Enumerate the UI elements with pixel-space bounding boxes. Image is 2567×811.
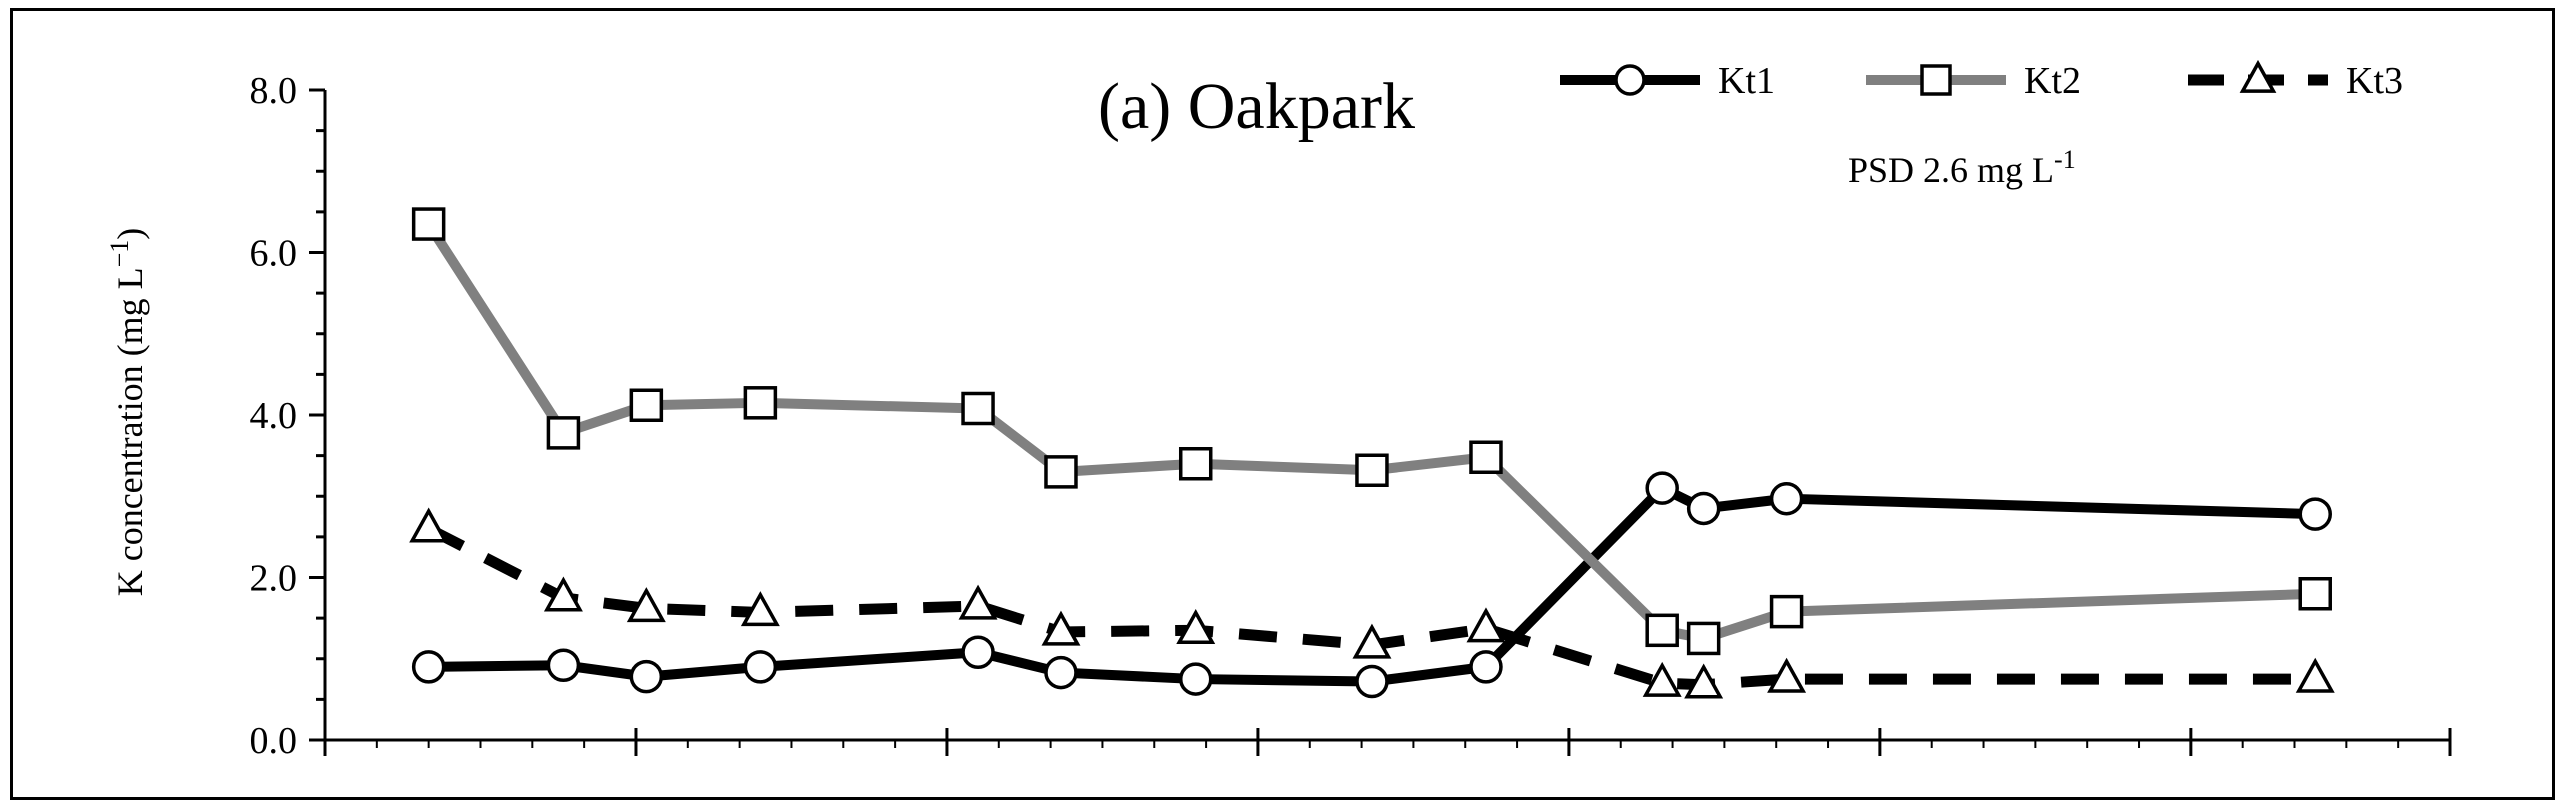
psd-annotation: PSD 2.6 mg L-1	[1848, 145, 2076, 190]
chart-title: (a) Oakpark	[1098, 70, 1415, 143]
data-point-kt1	[629, 659, 664, 694]
data-point-kt1	[546, 648, 581, 682]
data-point-kt1	[2298, 497, 2332, 531]
series-markers	[409, 207, 2335, 699]
y-axis-title-text: K concentration (mg L	[110, 267, 150, 596]
y-tick-label: 2.0	[250, 558, 298, 600]
y-tick-label: 0.0	[250, 720, 298, 762]
data-point-kt3	[543, 576, 583, 612]
data-point-kt1	[1178, 662, 1213, 696]
legend-label-kt3: Kt3	[2346, 60, 2403, 102]
legend-marker-kt3	[2239, 59, 2277, 93]
data-point-kt2	[1355, 453, 1389, 487]
data-point-kt3	[2295, 657, 2335, 693]
series-line-kt2	[424, 221, 2316, 644]
psd-annotation-sup: -1	[2054, 145, 2076, 174]
data-point-kt2	[743, 386, 778, 420]
data-point-kt2	[411, 207, 446, 241]
data-point-kt3	[626, 587, 666, 623]
data-point-kt2	[1469, 440, 1503, 474]
data-point-kt3	[1041, 610, 1081, 646]
y-axis-title-end: )	[110, 228, 150, 240]
legend-label-kt1: Kt1	[1718, 60, 1775, 102]
y-tick-label: 6.0	[250, 233, 298, 275]
data-point-kt1	[743, 650, 778, 684]
y-axis-title: K concentration (mg L−1)	[105, 228, 150, 597]
data-point-kt2	[1178, 447, 1213, 481]
data-point-kt1	[1645, 471, 1679, 505]
data-point-kt1	[961, 635, 995, 669]
data-point-kt3	[1352, 623, 1392, 659]
data-point-kt1	[1769, 481, 1804, 516]
data-point-kt3	[1767, 657, 1807, 693]
y-axis-title-sup: −1	[105, 240, 134, 268]
legend-label-kt2: Kt2	[2024, 60, 2081, 102]
data-point-kt2	[1686, 621, 1721, 656]
psd-annotation-text: PSD 2.6 mg L	[1848, 150, 2054, 190]
data-point-kt2	[961, 391, 995, 426]
y-tick-label: 4.0	[250, 395, 298, 437]
data-point-kt3	[1642, 661, 1682, 697]
data-point-kt1	[1044, 655, 1078, 690]
data-point-kt2	[629, 388, 664, 422]
data-point-kt2	[1645, 613, 1679, 648]
data-point-kt2	[1769, 594, 1804, 629]
axes: 0.0 2.0 4.0 6.0 8.0	[250, 70, 2452, 762]
legend: Kt1 Kt2 Kt3	[1560, 59, 2403, 102]
data-point-kt3	[958, 584, 998, 620]
legend-marker-kt2	[1920, 64, 1952, 96]
y-tick-label: 8.0	[250, 70, 298, 112]
data-point-kt3	[1176, 609, 1216, 645]
data-point-kt3	[409, 507, 449, 543]
data-point-kt1	[1355, 664, 1389, 699]
data-point-kt3	[1466, 607, 1506, 643]
legend-marker-kt1	[1614, 64, 1646, 96]
data-point-kt3	[1684, 663, 1724, 699]
data-point-kt1	[1469, 650, 1503, 684]
data-point-kt2	[2298, 577, 2332, 611]
data-point-kt1	[411, 650, 446, 684]
data-point-kt3	[740, 591, 780, 627]
data-point-kt2	[546, 416, 581, 450]
data-point-kt2	[1044, 455, 1078, 489]
data-point-kt1	[1686, 491, 1721, 526]
